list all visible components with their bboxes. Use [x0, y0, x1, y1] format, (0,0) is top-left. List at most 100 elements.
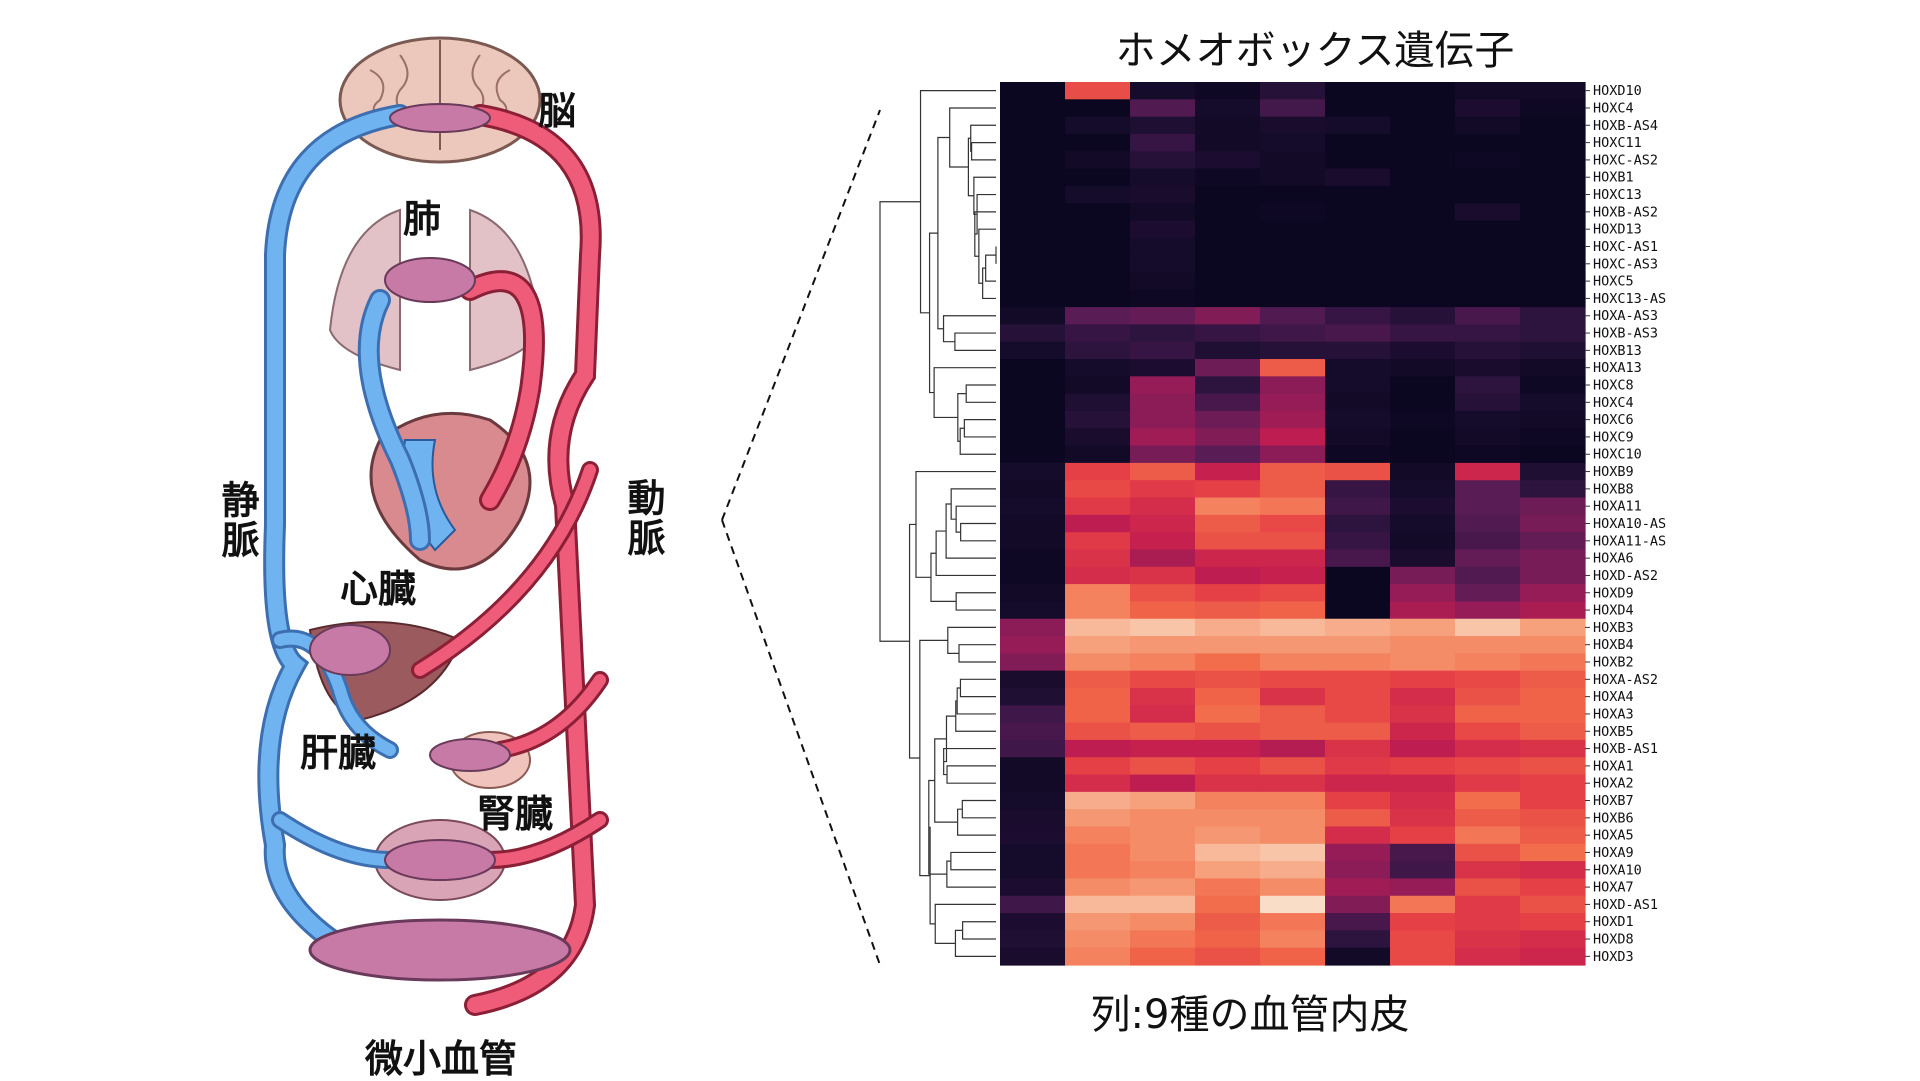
row-label: HOXB6 — [1593, 810, 1634, 826]
heatmap-cell — [1130, 393, 1196, 412]
heatmap-cell — [1520, 307, 1586, 325]
heatmap-cell — [1000, 324, 1066, 343]
dendrogram-branch — [928, 232, 938, 394]
heatmap-cell — [1390, 341, 1456, 360]
dendrogram-branch — [959, 678, 996, 698]
heatmap-cell — [1000, 203, 1066, 222]
heatmap-cell — [1520, 480, 1586, 499]
heatmap-cell — [1325, 480, 1391, 499]
heatmap-cell — [1000, 739, 1066, 758]
heatmap-cell — [1325, 99, 1391, 118]
heatmap-cell — [1260, 584, 1326, 603]
dendrogram-branch — [950, 488, 996, 520]
heatmap-cell — [1195, 324, 1261, 343]
heatmap-cell — [1130, 99, 1196, 118]
heatmap-cell — [1000, 133, 1066, 152]
dendrogram-branch — [945, 503, 996, 559]
heatmap-cell — [1195, 341, 1261, 360]
heatmap-cell — [1455, 826, 1521, 845]
heatmap-cell — [1195, 497, 1261, 516]
heatmap-cell — [1000, 237, 1066, 256]
heatmap-cell — [1260, 670, 1326, 689]
heatmap-cell — [1455, 376, 1521, 395]
heatmap-cell — [1000, 826, 1066, 845]
heatmap-cell — [1260, 324, 1326, 343]
row-label: HOXC4 — [1593, 395, 1634, 411]
dendrogram-branch — [960, 522, 996, 542]
row-label: HOXC-AS3 — [1593, 256, 1658, 272]
heatmap-cell — [1195, 930, 1261, 949]
row-label: HOXA7 — [1593, 880, 1634, 896]
heatmap-cell — [1325, 584, 1391, 603]
row-label: HOXA6 — [1593, 551, 1634, 567]
row-label: HOXD4 — [1593, 603, 1634, 619]
heatmap-cell — [1000, 618, 1066, 637]
heatmap-cell — [1325, 878, 1391, 897]
heatmap-cell — [1390, 255, 1456, 274]
heatmap-cell — [1520, 722, 1586, 741]
heatmap-cell — [1130, 237, 1196, 256]
heatmap-cell — [1390, 566, 1456, 585]
heatmap-cell — [1455, 99, 1521, 118]
row-label: HOXB3 — [1593, 620, 1634, 636]
heatmap-cell — [1520, 618, 1586, 637]
heatmap-cell — [1195, 480, 1261, 499]
dendrogram-branch — [928, 779, 947, 875]
heatmap-cell — [1000, 653, 1066, 672]
heatmap-cell — [1065, 861, 1131, 880]
heatmap-cell — [1000, 514, 1066, 533]
heatmap-cell — [1390, 151, 1456, 170]
heatmap-cell — [1130, 532, 1196, 551]
row-label: HOXB1 — [1593, 170, 1634, 186]
heatmap-cell — [1195, 168, 1261, 187]
row-label: HOXB-AS2 — [1593, 204, 1658, 220]
heart-label: 心臓 — [340, 567, 417, 611]
heatmap-cell — [1325, 566, 1391, 585]
heatmap-cell — [1130, 861, 1196, 880]
row-label: HOXB-AS4 — [1593, 118, 1658, 134]
heatmap-cell — [1065, 618, 1131, 637]
heatmap-cell — [1065, 739, 1131, 758]
heatmap-cell — [1260, 255, 1326, 274]
row-label: HOXA5 — [1593, 828, 1634, 844]
dendrogram-branch — [942, 315, 996, 343]
dendrogram-branch — [963, 419, 996, 438]
heatmap-cell — [1130, 359, 1196, 377]
heatmap-cell — [1390, 532, 1456, 551]
heatmap-cell — [1000, 549, 1066, 568]
heatmap-cell — [1390, 601, 1456, 620]
heatmap-cell — [1065, 687, 1131, 706]
heatmap-cell — [1260, 809, 1326, 828]
heatmap-cell — [1390, 947, 1456, 966]
row-label: HOXB9 — [1593, 464, 1634, 480]
heatmap-cell — [1260, 445, 1326, 464]
heatmap-cell — [1390, 359, 1456, 377]
heatmap-cell — [1520, 670, 1586, 689]
heatmap-cell — [1390, 653, 1456, 672]
row-label: HOXD10 — [1593, 83, 1642, 99]
heatmap-cell — [1325, 653, 1391, 672]
dendrogram-branch — [908, 523, 920, 759]
heatmap-cell — [1130, 255, 1196, 274]
heatmap-cell — [1260, 757, 1326, 776]
row-label: HOXC-AS1 — [1593, 239, 1658, 255]
heatmap-cell — [1455, 791, 1521, 810]
heatmap-cell — [1130, 826, 1196, 845]
heatmap-cell — [1520, 878, 1586, 897]
heatmap-cell — [1520, 410, 1586, 429]
heatmap-cell — [1325, 428, 1391, 447]
heatmap-cell — [1455, 947, 1521, 966]
liver-label: 肝臓 — [300, 731, 377, 775]
heatmap-cell — [1130, 514, 1196, 533]
row-label: HOXB-AS3 — [1593, 326, 1658, 342]
heatmap-cell — [1065, 410, 1131, 429]
heatmap-cell — [1325, 272, 1391, 291]
heatmap-cell — [1000, 722, 1066, 741]
heatmap-cell — [1065, 307, 1131, 325]
row-label: HOXC13-AS — [1593, 291, 1666, 307]
heatmap-cell — [1260, 687, 1326, 706]
heatmap-cell — [1325, 947, 1391, 966]
heatmap-cell — [1260, 653, 1326, 672]
heatmap-cell — [1195, 670, 1261, 689]
heatmap-cell — [1065, 116, 1131, 135]
